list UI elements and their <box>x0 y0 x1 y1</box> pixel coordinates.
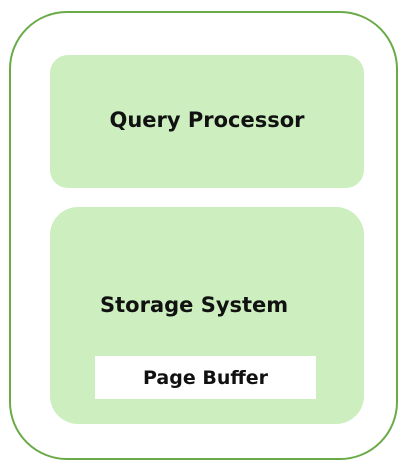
page-buffer-box: Page Buffer <box>95 356 316 399</box>
storage-system-box: Storage System Page Buffer <box>50 207 364 424</box>
page-buffer-label: Page Buffer <box>143 367 268 389</box>
query-processor-box: Query Processor <box>50 55 364 188</box>
storage-system-label: Storage System <box>100 293 289 317</box>
query-processor-label: Query Processor <box>109 108 305 132</box>
